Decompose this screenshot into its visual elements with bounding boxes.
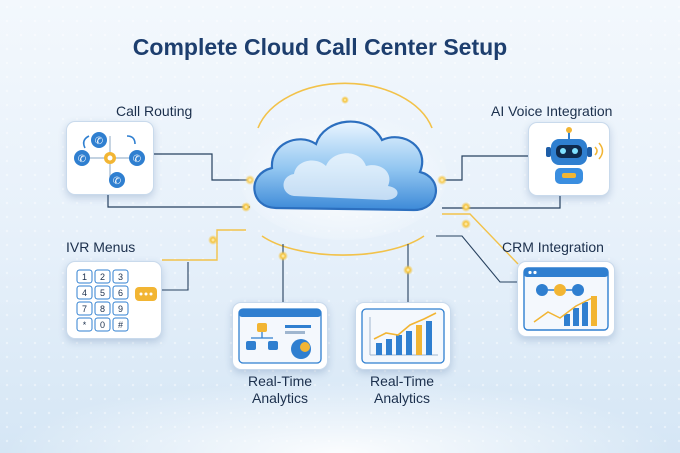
keypad-key-label: 4 (82, 288, 87, 298)
node-card-analytics-left[interactable] (232, 302, 328, 370)
gold-arc-top (257, 82, 433, 129)
junction-dot (208, 235, 218, 245)
gold-arc-bottom (261, 235, 425, 256)
keypad-key (112, 269, 129, 284)
keypad-key (112, 285, 129, 300)
analytics-flow-icon (238, 308, 322, 364)
node-label-crm: CRM Integration (502, 239, 604, 255)
keypad-icon: 1 2 3 4 5 6 7 8 9 * 0 # (76, 269, 157, 332)
junction-dot (461, 202, 471, 212)
crm-dashboard-icon (523, 267, 609, 331)
keypad-key (94, 317, 111, 332)
node-card-analytics-right[interactable] (355, 302, 451, 370)
keypad-key (76, 269, 93, 284)
keypad-key-label: 7 (82, 304, 87, 314)
keypad-key-label: # (118, 320, 123, 330)
keypad-key-label: 6 (118, 288, 123, 298)
node-label-ai-voice: AI Voice Integration (491, 103, 613, 119)
svg-text:✆: ✆ (133, 154, 141, 165)
node-card-call-routing[interactable]: ✆ ✆ ✆ ✆ (66, 121, 154, 195)
keypad-key (76, 285, 93, 300)
keypad-key-label: 8 (100, 304, 105, 314)
node-label-analytics-right: Real-Time Analytics (354, 373, 450, 407)
analytics-left-line-1: Real-Time (247, 373, 313, 389)
connector-ivr-gold (162, 229, 246, 261)
speech-bubble-dot (144, 292, 148, 296)
background-glow (0, 380, 680, 453)
keypad-key-label: 5 (100, 288, 105, 298)
keypad-key (112, 317, 129, 332)
junction-dot (461, 219, 471, 229)
keypad-key-label: * (83, 320, 87, 330)
keypad-key-label: 2 (100, 272, 105, 282)
connector-ai-voice-a (442, 155, 530, 181)
bar-chart-icon (361, 308, 445, 364)
junction-dot (278, 251, 288, 261)
keypad-key-label: 3 (118, 272, 123, 282)
connector-ai-voice-b (442, 194, 561, 209)
junction-dot (241, 202, 251, 212)
connector-crm (436, 235, 520, 283)
node-card-crm[interactable] (517, 261, 615, 337)
speech-bubble-dot (139, 292, 143, 296)
keypad-key-label: 9 (118, 304, 123, 314)
svg-text:✆: ✆ (113, 176, 121, 187)
keypad-key-label: 0 (100, 320, 105, 330)
analytics-right-line-2: Analytics (373, 390, 431, 406)
svg-text:✆: ✆ (78, 154, 86, 165)
keypad-key-label: 1 (82, 272, 87, 282)
connector-call-routing-b (107, 193, 250, 208)
svg-text:✆: ✆ (95, 136, 103, 147)
keypad-key (112, 301, 129, 316)
keypad-key (94, 301, 111, 316)
junction-dot (341, 96, 349, 104)
speech-bubble-dot (149, 292, 153, 296)
node-card-ai-voice[interactable] (528, 122, 610, 196)
connector-crm-gold (442, 213, 519, 265)
robot-icon (546, 127, 604, 184)
junction-dot (403, 265, 413, 275)
keypad-key (76, 317, 93, 332)
analytics-left-line-2: Analytics (251, 390, 309, 406)
node-card-ivr[interactable]: 1 2 3 4 5 6 7 8 9 * 0 # (66, 261, 162, 339)
connector-ivr (160, 262, 189, 291)
keypad-key (94, 269, 111, 284)
keypad-key (94, 285, 111, 300)
node-label-ivr: IVR Menus (66, 239, 136, 255)
connector-call-routing-a (137, 153, 250, 181)
node-label-analytics-left: Real-Time Analytics (232, 373, 328, 407)
analytics-right-line-1: Real-Time (369, 373, 435, 389)
cloud-hub (236, 96, 450, 244)
node-label-call-routing: Call Routing (116, 103, 193, 119)
keypad-key (76, 301, 93, 316)
page-title: Complete Cloud Call Center Setup (132, 34, 508, 60)
call-routing-icon: ✆ ✆ ✆ ✆ (74, 132, 145, 188)
cloud-icon (239, 112, 447, 240)
